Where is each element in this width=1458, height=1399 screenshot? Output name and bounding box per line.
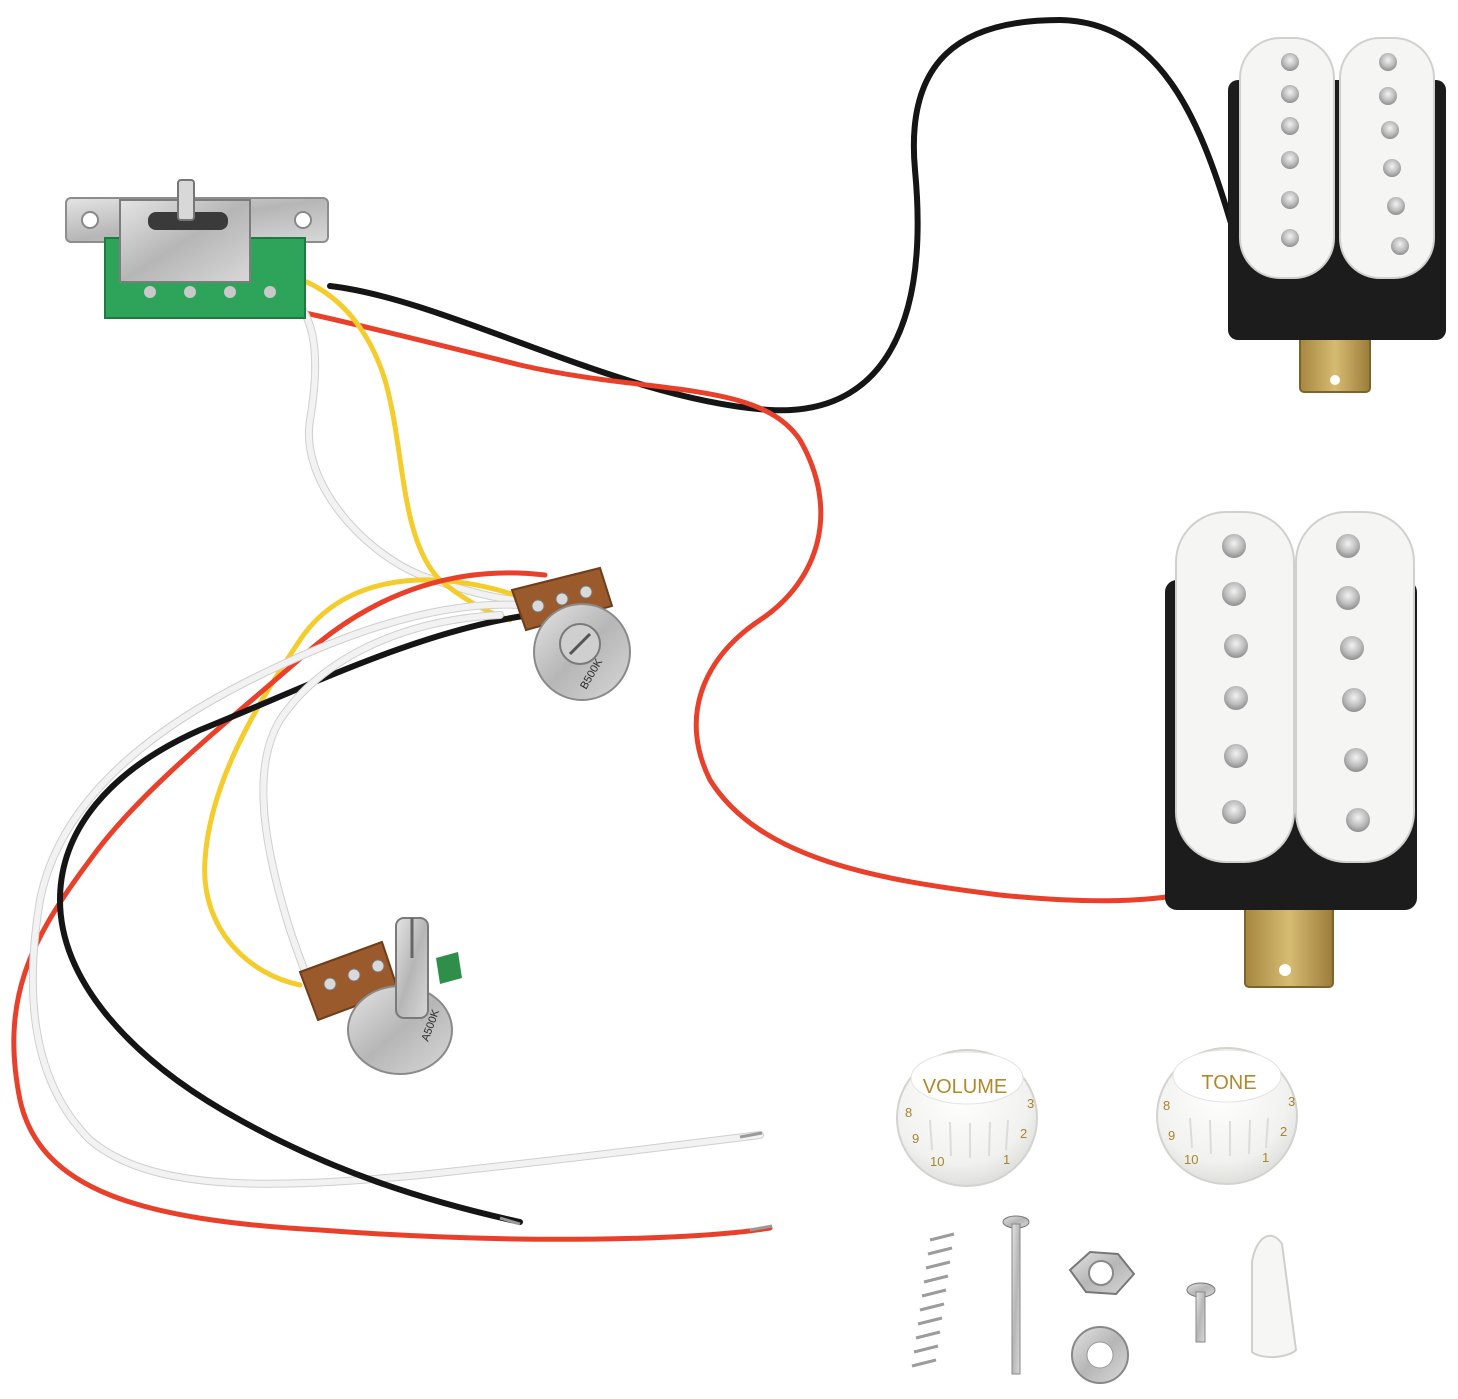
- volume-knob-scale-8: 8: [905, 1105, 912, 1120]
- pickup-neck-humbucker: [1165, 511, 1417, 988]
- wire-red-pot-harness: [11, 570, 773, 1242]
- wire-tip-red: [749, 1224, 773, 1232]
- pole-piece: [1224, 634, 1248, 658]
- volume-pot-lug-1: [323, 977, 337, 991]
- tone-knob-grip-ridges: [1189, 1117, 1269, 1156]
- volume-knob-scale-1: 1: [1003, 1152, 1010, 1167]
- pole-piece: [1222, 534, 1246, 558]
- wire-yellow-pot-to-pot: [202, 577, 518, 988]
- pole-piece: [1381, 121, 1399, 139]
- tone-knob-scale-10: 10: [1184, 1152, 1198, 1167]
- switch-lever: [177, 179, 195, 221]
- pole-piece: [1379, 53, 1397, 71]
- tone-knob-scale-8: 8: [1163, 1098, 1170, 1113]
- pole-piece: [1222, 800, 1246, 824]
- pole-piece: [1281, 85, 1299, 103]
- knob-volume: VOLUME 8 9 10 1 2 3: [896, 1049, 1038, 1187]
- switch-solder-lug-4: [264, 286, 276, 298]
- tone-pot-lug-1: [531, 599, 545, 613]
- pickup-bridge-tab-screw-hole: [1330, 375, 1340, 385]
- wire-white-output-hot: [29, 601, 763, 1187]
- long-mounting-screw: [1002, 1215, 1030, 1375]
- volume-knob-top: [910, 1051, 1024, 1105]
- switch-solder-lug-1: [144, 286, 156, 298]
- pickup-bridge-humbucker: [1228, 37, 1446, 393]
- pole-piece: [1340, 636, 1364, 660]
- pole-piece: [1224, 744, 1248, 768]
- spring: [911, 1232, 955, 1368]
- pole-piece: [1336, 534, 1360, 558]
- volume-knob-scale-10: 10: [930, 1154, 944, 1169]
- pole-piece: [1281, 151, 1299, 169]
- wire-white-harness-outline: [28, 600, 764, 1188]
- tone-knob-scale-1: 1: [1262, 1150, 1269, 1165]
- pole-piece: [1344, 748, 1368, 772]
- wires: [11, 17, 1283, 1242]
- pickup-bridge-pole-pieces: [1281, 53, 1409, 255]
- tone-knob-scale-9: 9: [1168, 1128, 1175, 1143]
- volume-pot-lug-3: [371, 959, 385, 973]
- switch-screw-hole-left: [81, 211, 99, 229]
- pole-piece: [1391, 237, 1409, 255]
- pole-piece: [1346, 808, 1370, 832]
- potentiometer-volume: A500K: [298, 917, 462, 1075]
- potentiometer-tone: B500K: [510, 566, 631, 701]
- pole-piece: [1379, 87, 1397, 105]
- wire-tip-white: [739, 1131, 763, 1139]
- pole-piece: [1224, 686, 1248, 710]
- tone-knob-scale-3: 3: [1288, 1094, 1295, 1109]
- pickup-neck-bobbin-right: [1295, 511, 1415, 863]
- knob-tone: TONE 8 9 10 1 2 3: [1156, 1047, 1298, 1185]
- volume-pot-capacitor: [436, 952, 462, 984]
- switch-solder-lug-3: [224, 286, 236, 298]
- pole-piece: [1281, 117, 1299, 135]
- switch-screw-hole-right: [294, 211, 312, 229]
- tone-knob-top: [1172, 1049, 1282, 1103]
- switch-solder-lug-2: [184, 286, 196, 298]
- washer: [1071, 1326, 1129, 1384]
- tone-pot-shaft-slot: [568, 632, 592, 656]
- hex-nut: [1068, 1250, 1136, 1296]
- pole-piece: [1222, 582, 1246, 606]
- pole-piece: [1281, 229, 1299, 247]
- small-screw: [1186, 1282, 1216, 1343]
- wire-yellow-switch-to-pot: [227, 269, 513, 623]
- selector-switch: [65, 179, 329, 319]
- volume-knob-scale-2: 2: [1020, 1126, 1027, 1141]
- volume-knob-grip-ridges: [929, 1119, 1009, 1158]
- volume-knob-label: VOLUME: [923, 1076, 1007, 1098]
- pole-piece: [1342, 688, 1366, 712]
- volume-knob-scale-9: 9: [912, 1131, 919, 1146]
- tone-knob-label: TONE: [1201, 1072, 1256, 1094]
- volume-pot-lug-2: [347, 968, 361, 982]
- volume-knob-scale-3: 3: [1027, 1096, 1034, 1111]
- wire-red-switch-to-neck-pickup: [167, 285, 1183, 904]
- pole-piece: [1387, 197, 1405, 215]
- wire-white-pot-to-pot: [260, 612, 503, 998]
- tone-pot-lug-3: [579, 585, 593, 599]
- pickup-bridge-bobbin-right: [1339, 37, 1435, 279]
- switch-tip-cap: [1251, 1234, 1298, 1358]
- pickup-neck-pole-pieces: [1222, 534, 1370, 832]
- wire-tip-black: [499, 1216, 521, 1226]
- tone-knob-scale-2: 2: [1280, 1124, 1287, 1139]
- tone-pot-lug-2: [555, 592, 569, 606]
- pole-piece: [1281, 191, 1299, 209]
- wire-white-switch-to-pot: [267, 282, 523, 603]
- pole-piece: [1383, 159, 1401, 177]
- pole-piece: [1336, 586, 1360, 610]
- pole-piece: [1281, 53, 1299, 71]
- pickup-neck-tab-screw-hole: [1279, 964, 1291, 976]
- wire-white-pot2-outline: [259, 611, 504, 999]
